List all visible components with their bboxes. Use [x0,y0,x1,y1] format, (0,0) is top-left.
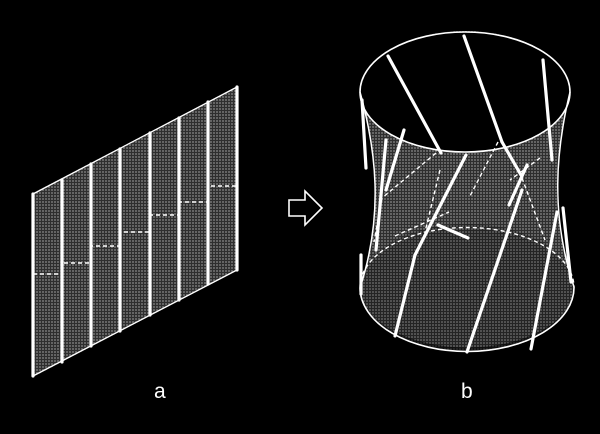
back-strip [381,152,437,199]
panel-b-hyperboloid [359,31,575,354]
front-strip [413,153,468,257]
front-strip [393,253,417,338]
label-a: a [154,380,166,403]
left-silhouette [359,91,376,289]
sheet-top-edge [32,86,238,195]
front-strip [462,34,504,144]
front-strips [359,34,573,354]
sheet-fill [33,86,238,377]
back-strip [424,169,441,233]
front-strip [386,54,443,155]
back-strip [469,141,499,197]
front-strip [561,206,573,284]
front-strip [465,188,524,354]
sheet-edges [32,86,238,377]
front-strip [529,210,559,351]
front-strip [436,223,470,240]
front-strip [507,163,529,207]
right-arrow-icon [288,189,324,227]
front-strip [374,138,388,252]
right-silhouette [557,91,575,288]
front-strip [360,98,368,170]
bottom-rim-back [359,226,575,289]
label-b: b [461,380,473,403]
sheet-dashed-line [33,185,237,275]
back-strip [509,157,541,181]
sheet-bottom-edge [32,269,238,377]
back-strip [394,211,450,237]
front-strip [500,140,523,177]
top-ellipse-fill [360,32,570,152]
panel-a-sheet [31,85,239,378]
front-strip [384,128,406,192]
front-strip [541,58,554,162]
